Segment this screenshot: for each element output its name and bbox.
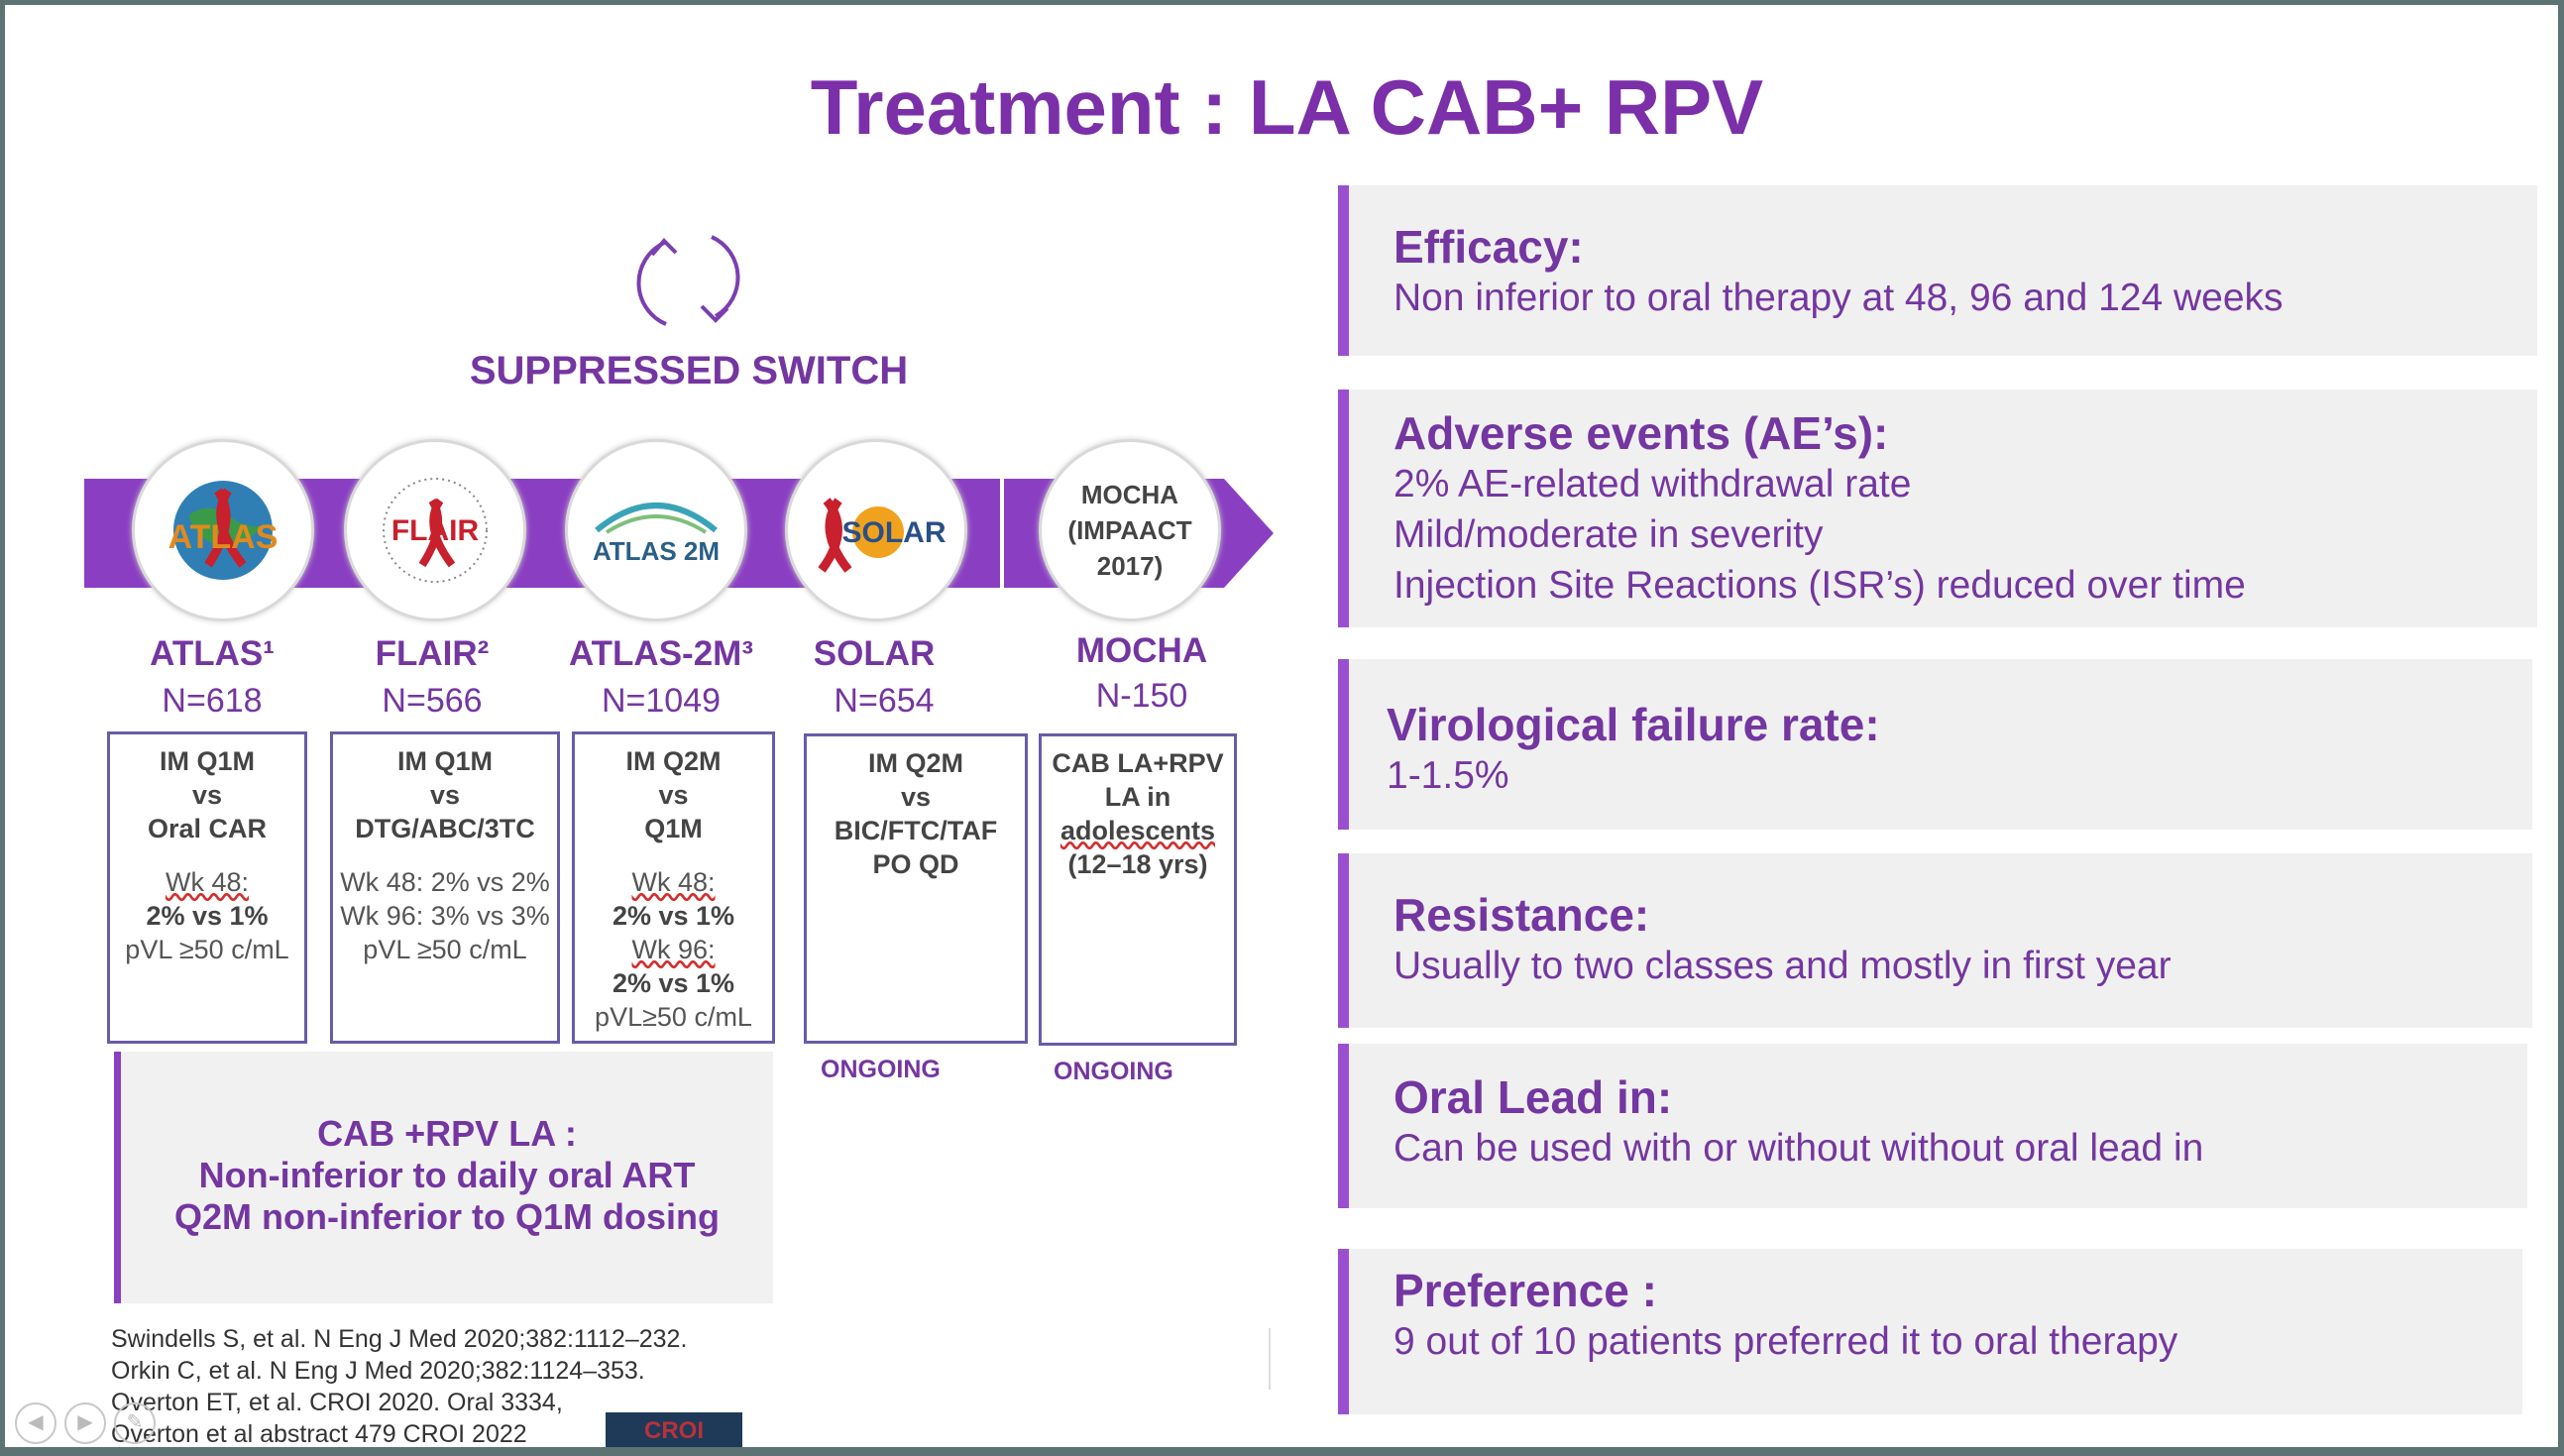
- status-mocha: ONGOING: [1054, 1058, 1173, 1085]
- svg-text:SOLAR: SOLAR: [842, 516, 947, 549]
- result-line: pVL≥50 c/mL: [595, 1002, 752, 1032]
- study-box-mocha: CAB LA+RPV LA in adolescents (12–18 yrs): [1039, 733, 1237, 1046]
- study-n-solar: N=654: [834, 682, 935, 720]
- result-line: 2% vs 1%: [612, 968, 735, 998]
- slideshow-controls: ◀▶✎: [15, 1402, 164, 1444]
- panel-line: Mild/moderate in severity: [1393, 513, 1824, 556]
- study-n-flair: N=566: [382, 682, 483, 720]
- reference-line: Overton ET, et al. CROI 2020. Oral 3334,: [111, 1389, 563, 1416]
- panel-adverse-events: Adverse events (AE’s): 2% AE-related wit…: [1338, 390, 2537, 627]
- summary-box: CAB +RPV LA : Non-inferior to daily oral…: [114, 1052, 773, 1303]
- atlas-2m-logo: ATLAS 2M: [565, 439, 747, 621]
- mocha-logo-text: MOCHA (IMPAACT 2017): [1067, 480, 1192, 581]
- references: Swindells S, et al. N Eng J Med 2020;382…: [111, 1323, 687, 1447]
- panel-virological-failure: Virological failure rate: 1-1.5%: [1338, 659, 2532, 830]
- result-line: 2% vs 1%: [146, 901, 269, 931]
- atlas-logo: ATLAS: [132, 439, 314, 621]
- panel-heading: Efficacy:: [1393, 221, 1584, 273]
- refresh-icon: [636, 235, 740, 326]
- solar-logo-icon: SOLAR: [818, 498, 947, 573]
- panel-preference: Preference : 9 out of 10 patients prefer…: [1338, 1249, 2522, 1414]
- previous-slide-icon[interactable]: ◀: [15, 1402, 56, 1444]
- panel-line: Non inferior to oral therapy at 48, 96 a…: [1393, 277, 2284, 319]
- reference-line: Swindells S, et al. N Eng J Med 2020;382…: [111, 1325, 688, 1353]
- result-line: Wk 48:: [631, 867, 716, 897]
- design-line: vs: [191, 780, 223, 810]
- study-box-solar: IM Q2M vs BIC/FTC/TAF PO QD: [804, 733, 1028, 1044]
- result-line: 2% vs 1%: [612, 901, 735, 931]
- design-line: PO QD: [872, 849, 959, 879]
- design-line: CAB LA+RPV: [1052, 748, 1224, 778]
- mocha-logo: MOCHA (IMPAACT 2017): [1039, 439, 1221, 621]
- result-line: Wk 96:: [631, 935, 716, 964]
- design-line: vs: [429, 780, 461, 810]
- panel-line: Can be used with or without without oral…: [1393, 1127, 2204, 1170]
- design-line: adolescents: [1059, 816, 1216, 845]
- design-line: vs: [900, 782, 932, 812]
- flair-logo: FLAIR: [344, 439, 526, 621]
- next-slide-icon[interactable]: ▶: [64, 1402, 106, 1444]
- result-line: pVL ≥50 c/mL: [363, 935, 527, 964]
- panel-heading: Preference :: [1393, 1265, 1657, 1316]
- study-name-flair: FLAIR²: [375, 634, 490, 673]
- design-line: (12–18 yrs): [1067, 849, 1208, 879]
- slide-title: Treatment : LA CAB+ RPV: [810, 63, 1764, 151]
- design-line: Q1M: [644, 814, 703, 843]
- flair-logo-icon: FLAIR: [383, 478, 488, 583]
- design-line: LA in: [1104, 782, 1171, 812]
- panel-heading: Resistance:: [1393, 889, 1650, 941]
- svg-text:ATLAS 2M: ATLAS 2M: [593, 536, 720, 566]
- study-name-mocha: MOCHA: [1075, 631, 1208, 670]
- study-box-atlas-2m: IM Q2M vs Q1M Wk 48: 2% vs 1% Wk 96: 2% …: [572, 731, 775, 1044]
- panel-line: 1-1.5%: [1387, 754, 1509, 797]
- design-line: IM Q1M: [396, 746, 493, 776]
- panel-oral-lead-in: Oral Lead in: Can be used with or withou…: [1338, 1044, 2527, 1208]
- reference-line: Orkin C, et al. N Eng J Med 2020;382:112…: [111, 1357, 645, 1385]
- study-name-solar: SOLAR: [813, 634, 936, 673]
- reference-line: Overton et al abstract 479 CROI 2022: [111, 1420, 527, 1447]
- panel-efficacy: Efficacy: Non inferior to oral therapy a…: [1338, 185, 2537, 356]
- study-n-atlas: N=618: [162, 682, 263, 720]
- panel-resistance: Resistance: Usually to two classes and m…: [1338, 853, 2532, 1028]
- result-line: pVL ≥50 c/mL: [125, 935, 289, 964]
- design-line: IM Q2M: [867, 748, 963, 778]
- panel-heading: Oral Lead in:: [1393, 1071, 1673, 1123]
- summary-line: Non-inferior to daily oral ART: [198, 1155, 696, 1195]
- slide: Treatment : LA CAB+ RPV SUPPRESSED SWITC…: [5, 5, 2558, 1447]
- design-line: IM Q1M: [159, 746, 255, 776]
- study-box-atlas: IM Q1M vs Oral CAR Wk 48: 2% vs 1% pVL ≥…: [107, 731, 307, 1044]
- design-line: IM Q2M: [625, 746, 722, 776]
- pen-icon[interactable]: ✎: [114, 1402, 156, 1444]
- panel-line: 9 out of 10 patients preferred it to ora…: [1393, 1320, 2178, 1363]
- panel-line: 2% AE-related withdrawal rate: [1393, 463, 1912, 505]
- status-solar: ONGOING: [821, 1056, 941, 1083]
- study-n-atlas-2m: N=1049: [601, 682, 722, 720]
- panel-line: Usually to two classes and mostly in fir…: [1393, 945, 2172, 987]
- design-line: Oral CAR: [147, 814, 268, 843]
- design-line: DTG/ABC/3TC: [355, 814, 535, 843]
- svg-text:ATLAS: ATLAS: [168, 518, 279, 556]
- study-name-atlas: ATLAS¹: [150, 634, 275, 673]
- croi-logo: CROI: [606, 1412, 742, 1447]
- panel-heading: Virological failure rate:: [1387, 699, 1880, 750]
- design-line: vs: [658, 780, 689, 810]
- suppressed-switch-label: SUPPRESSED SWITCH: [469, 349, 909, 392]
- result-line: Wk 96: 3% vs 3%: [340, 901, 550, 931]
- panel-line: Injection Site Reactions (ISR’s) reduced…: [1393, 564, 2246, 607]
- svg-text:FLAIR: FLAIR: [391, 514, 480, 547]
- divider: [1269, 1328, 1271, 1390]
- result-line: Wk 48: 2% vs 2%: [340, 867, 550, 897]
- study-box-flair: IM Q1M vs DTG/ABC/3TC Wk 48: 2% vs 2% Wk…: [330, 731, 560, 1044]
- summary-line: Q2M non-inferior to Q1M dosing: [174, 1196, 720, 1237]
- result-line: Wk 48:: [165, 867, 250, 897]
- study-n-mocha: N-150: [1095, 677, 1188, 715]
- study-name-atlas-2m: ATLAS-2M³: [569, 634, 753, 673]
- solar-logo: SOLAR: [785, 439, 967, 621]
- atlas-logo-icon: ATLAS: [168, 481, 279, 580]
- summary-heading: CAB +RPV LA :: [317, 1113, 577, 1154]
- atlas-2m-logo-icon: ATLAS 2M: [593, 503, 720, 566]
- panel-heading: Adverse events (AE’s):: [1393, 407, 1889, 459]
- design-line: BIC/FTC/TAF: [834, 816, 998, 845]
